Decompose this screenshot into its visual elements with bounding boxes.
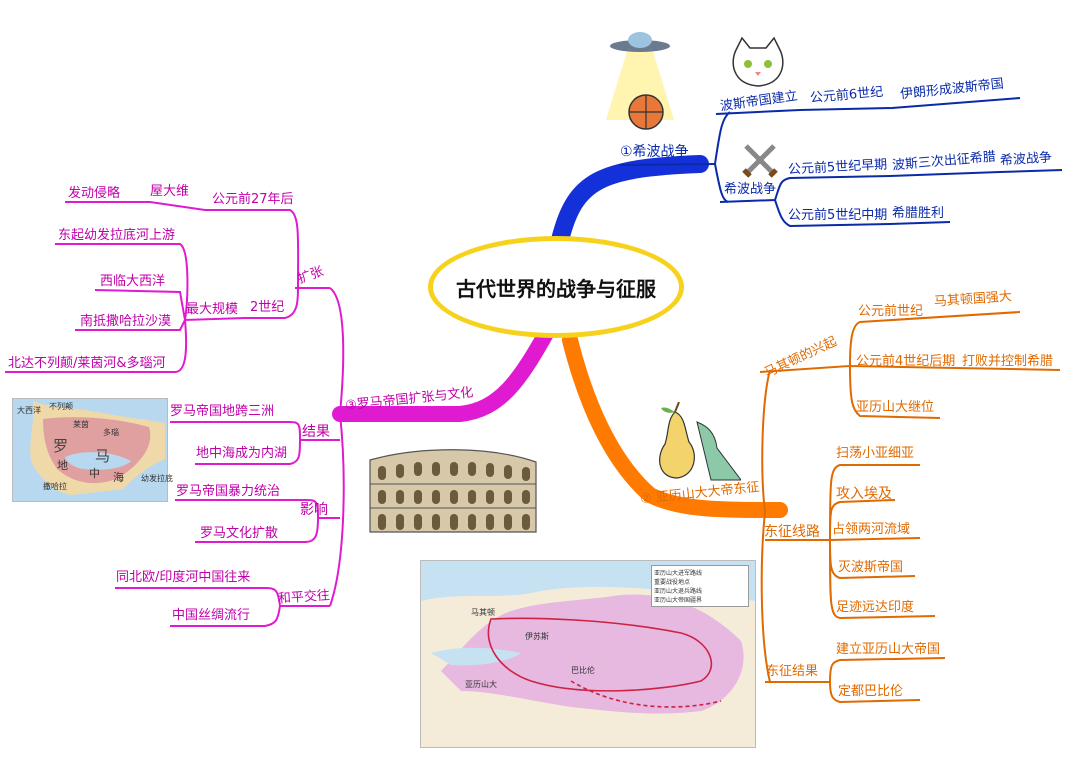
map-label-danube: 多瑙 [103,428,119,437]
b3-peace-2: 中国丝绸流行 [172,608,251,623]
b1-ul-war [719,169,1063,228]
branch2-stem [562,332,788,518]
map-label-euphrates: 幼发拉底 [141,474,173,483]
legend-battle: 重要战役地点 [654,579,691,586]
b3-peace-1: 同北欧/印度河中国往来 [116,570,251,585]
map-label-sahara: 撒哈拉 [43,482,67,491]
b2-result-2: 定都巴比伦 [838,684,904,699]
b3-expand-fork [5,201,300,373]
b2-route-1: 扫荡小亚细亚 [836,446,915,461]
alexander-campaign-map: 亚历山大进军路线 重要战役地点 亚历山大退兵路线 亚历山大帝国疆界 马其顿 伊苏… [420,560,756,748]
b2-route-ul [765,464,936,620]
b2-spine [760,369,771,683]
crossed-swords-icon [742,144,778,178]
b1-ul-persia [715,97,1021,115]
b3-scope-east: 东起幼发拉底河上游 [58,228,176,243]
place-alexandria: 亚历山大 [465,680,497,689]
place-macedon: 马其顿 [471,608,495,617]
b3-scope-south: 南抵撒哈拉沙漠 [80,314,172,329]
map-label-ma: 马 [95,447,111,465]
colosseum-illustration [369,449,537,533]
b2-rise-time3: 亚历山大继位 [856,400,935,415]
b2-rise-time2: 公元前4世纪后期 [856,354,956,369]
legend-advance: 亚历山大进军路线 [654,570,703,577]
central-title: 古代世界的战争与征服 [456,276,656,301]
b3-outcome-2: 地中海成为内湖 [196,446,288,461]
place-babylon: 巴比伦 [571,666,595,675]
b3-peace-ul [115,587,330,627]
map-label-rhine: 莱茵 [73,420,89,429]
b3-expand-scope: 最大规模 [186,302,239,317]
map-label-britain: 不列颠 [49,402,73,411]
map-label-atlantic: 大西洋 [17,406,41,415]
b3-outcome-ul [170,421,340,465]
legend-border: 亚历山大帝国疆界 [654,597,703,604]
roman-empire-map: 大西洋 不列颠 莱茵 多瑙 罗 马 地 中 海 撒哈拉 幼发拉底 [12,398,173,502]
b2-rise-ul [759,311,1061,419]
b3-expand-event1: 屋大维 [150,184,190,199]
branch1-label: ①希波战争 [620,144,689,160]
b2-route-4: 灭波斯帝国 [838,560,904,575]
legend-return: 亚历山大退兵路线 [654,588,703,595]
b1-war-label: 希波战争 [724,182,777,197]
b2-result-ul [765,657,946,704]
map-legend: 亚历山大进军路线 重要战役地点 亚历山大退兵路线 亚历山大帝国疆界 [651,565,749,607]
b3-outcome-label: 结果 [302,424,330,440]
b2-result-1: 建立亚历山大帝国 [836,642,941,657]
map-label-zhong: 中 [89,467,100,480]
b3-impact-ul [175,499,340,543]
b3-scope-west: 西临大西洋 [100,274,166,289]
b3-expand-sub1: 发动侵略 [68,186,121,201]
b2-rise-event2: 打败并控制希腊 [962,354,1054,369]
map-label-hai: 海 [113,471,124,484]
b1-war-time2: 公元前5世纪中期 [788,208,888,223]
b2-route-2: 攻入埃及 [836,486,892,502]
b2-route-3: 占领两河流域 [832,522,911,537]
map-label-di: 地 [57,459,68,472]
roman-map-shape [30,401,166,495]
b3-impact-label: 影响 [300,502,328,518]
map-label-luo: 罗 [53,437,69,455]
branch1-ul [619,163,716,166]
b3-impact-1: 罗马帝国暴力统治 [176,484,281,499]
place-issus: 伊苏斯 [525,632,549,641]
b3-scope-north: 北达不列颠/莱茵河&多瑙河 [8,356,166,371]
branch1-stem [551,155,709,249]
b3-expand-time2: 2世纪 [250,300,285,315]
b2-route-label: 东征线路 [764,524,820,540]
b3-expand-time1: 公元前27年后 [212,192,294,207]
cat-illustration [732,36,784,87]
branch3-stem [332,322,556,422]
b3-outcome-1: 罗马帝国地跨三洲 [170,404,275,419]
pear-mountain-illustration [659,402,741,481]
b2-rise-time1: 公元前世纪 [858,304,924,319]
b3-spine [329,287,345,607]
b2-route-5: 足迹远达印度 [836,600,915,615]
b2-result-label: 东征结果 [766,664,819,679]
b1-war-event2: 希腊胜利 [892,206,945,221]
alexander-map-shape [421,586,755,747]
central-topic: 古代世界的战争与征服 [428,236,684,338]
b3-impact-2: 罗马文化扩散 [200,526,279,541]
ufo-illustration [606,32,674,130]
